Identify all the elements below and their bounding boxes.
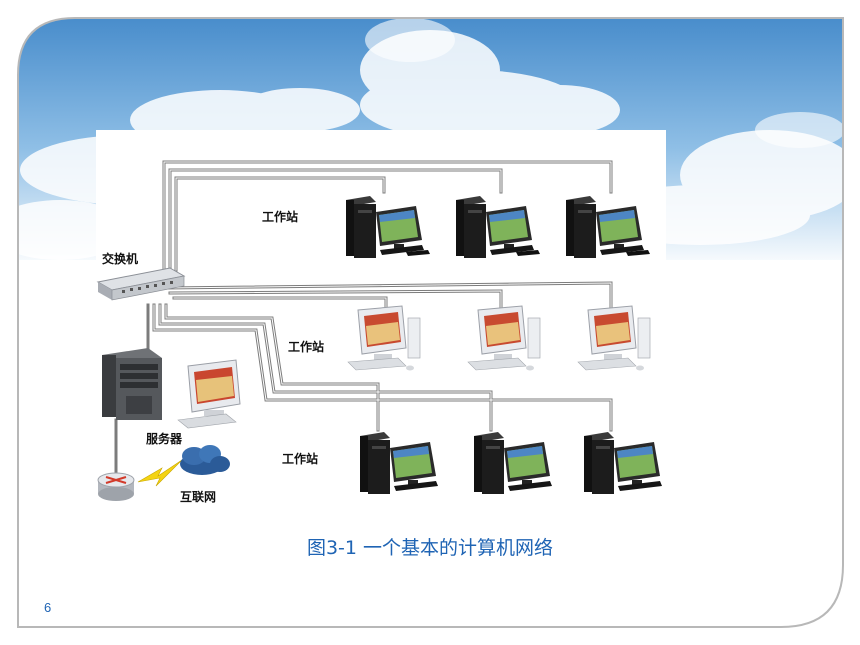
desktop-tower-icon	[584, 432, 662, 494]
network-diagram-graphic	[96, 130, 666, 505]
crt-computer-icon	[577, 305, 651, 371]
label-server: 服务器	[146, 432, 183, 446]
label-workstation-row-3: 工作站	[282, 452, 319, 466]
server-tower-icon	[102, 348, 162, 420]
network-diagram: 交换机 工作站 工作站 工作站 服务器 互联网	[96, 130, 666, 505]
label-workstation-row-2: 工作站	[288, 340, 325, 354]
workstation-row-3	[360, 432, 662, 494]
network-switch-icon	[96, 267, 186, 301]
crt-computer-icon	[347, 305, 421, 371]
desktop-tower-icon	[346, 196, 430, 258]
desktop-tower-icon	[566, 196, 650, 258]
figure-caption: 图3-1 一个基本的计算机网络	[306, 537, 554, 559]
workstation-row-2	[347, 305, 651, 371]
label-switch: 交换机	[102, 252, 139, 266]
workstation-row-1	[346, 196, 650, 258]
router-icon	[97, 472, 135, 501]
crt-computer-icon	[467, 305, 541, 371]
label-workstation-row-1: 工作站	[262, 210, 299, 224]
desktop-tower-icon	[456, 196, 540, 258]
cloud-icon	[180, 445, 230, 475]
network-cables	[114, 160, 613, 477]
desktop-tower-icon	[474, 432, 552, 494]
label-internet: 互联网	[180, 490, 217, 504]
page-number: 6	[44, 600, 52, 615]
server-monitor-icon	[177, 359, 241, 429]
desktop-tower-icon	[360, 432, 438, 494]
